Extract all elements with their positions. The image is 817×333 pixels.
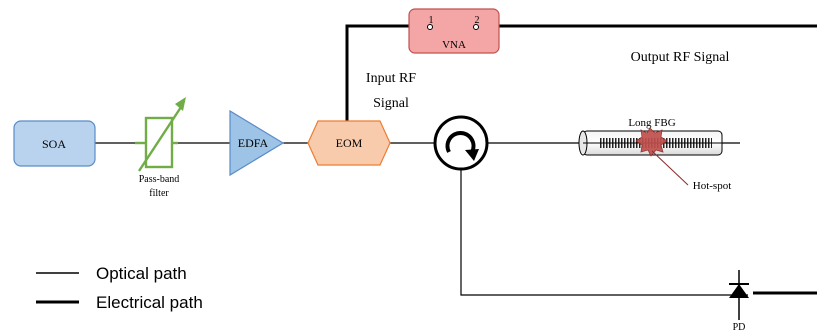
pass-band-filter-icon [135, 97, 186, 172]
vna-label: VNA [442, 39, 466, 51]
electrical-path-vna-eom [345, 24, 430, 121]
optical-paths [95, 142, 740, 296]
input-rf-signal-line2: Signal [373, 96, 409, 111]
edfa-label: EDFA [238, 136, 269, 150]
vna-port-2: 2 [475, 15, 480, 26]
edfa-triangle [229, 109, 285, 177]
hotspot-marker-icon [635, 127, 668, 157]
eom-label: EOM [336, 136, 363, 150]
vna-port-1-connector [427, 24, 433, 30]
output-rf-signal-label: Output RF Signal [631, 50, 730, 65]
hotspot-leader-line [651, 150, 689, 186]
vna-port-1: 1 [429, 15, 434, 26]
soa-label: SOA [42, 137, 66, 151]
legend: Optical path Electrical path [36, 264, 203, 312]
long-fbg-label: Long FBG [628, 117, 675, 129]
optical-path-circulator-pd [460, 167, 730, 296]
legend-electrical-label: Electrical path [96, 293, 203, 312]
soa-box [13, 120, 96, 167]
hotspot-label: Hot-spot [693, 180, 732, 192]
input-rf-signal-line1: Input RF [366, 71, 416, 86]
vna-box [408, 8, 500, 54]
circulator-icon [433, 115, 489, 171]
pd-label: PD [733, 322, 746, 333]
eom-hexagon [307, 120, 391, 166]
filter-label-line1: Pass-band [139, 174, 180, 185]
filter-label-line2: filter [149, 188, 169, 199]
vna-port-2-connector [473, 24, 479, 30]
photodiode-icon [729, 270, 749, 320]
electrical-paths [345, 24, 817, 295]
legend-optical-label: Optical path [96, 264, 187, 283]
